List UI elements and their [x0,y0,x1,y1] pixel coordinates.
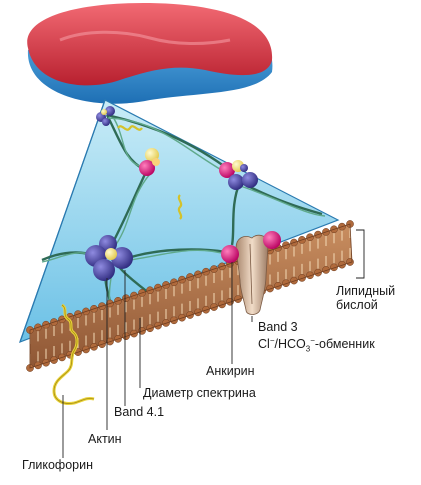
band3-protein [235,234,269,315]
red-blood-cell [27,2,273,104]
leader-lines [62,229,365,458]
band3-label: Band 3 Cl−/HCO3−-обменник [258,320,375,357]
lipid-head [346,258,354,266]
lipid-bilayer-label: Липидный бислой [336,284,395,312]
band3-label-text: Band 3 [258,320,298,334]
junction-right [219,160,258,190]
band41-label: Band 4.1 [114,405,165,419]
actin-band41-complex [85,235,133,281]
lipid-head [314,268,322,277]
exchanger-cl: Cl [258,337,270,352]
lipid-head [274,282,282,290]
ankyrin-label: Анкирин [206,364,255,378]
glycophorin [52,303,95,405]
minor-proteins [117,125,183,220]
lipid-head [290,276,298,285]
exchanger-hco: /HCO [274,337,306,352]
lipid-bilayer-label-line2: бислой [336,298,378,312]
lipid-bilayer-label-line1: Липидный [336,284,396,298]
ankyrin-protein-2 [263,231,281,249]
lipid-head [330,263,338,272]
exchanger-hco-sup: − [310,336,315,345]
junction-mid [139,148,160,176]
lipid-head [306,271,314,280]
glycophorin-label: Гликофорин [22,458,93,472]
lipid-head [338,260,346,269]
actin-label: Актин [88,432,122,446]
exchanger-sub: 3 [305,344,311,354]
lipid-head [322,266,330,274]
exchanger-label: Cl−/HCO3−-обменник [258,336,375,354]
exchanger-cl-sup: − [269,336,275,345]
spectrin-diameter-label: Диаметр спектрина [143,386,256,400]
lipid-head [282,279,290,288]
lipid-head [234,295,242,303]
ankyrin-protein [221,245,239,263]
lipid-head [298,274,306,282]
lipid-head [266,284,274,293]
exchanger-tail: -обменник [314,337,375,352]
junction-top [96,106,115,126]
